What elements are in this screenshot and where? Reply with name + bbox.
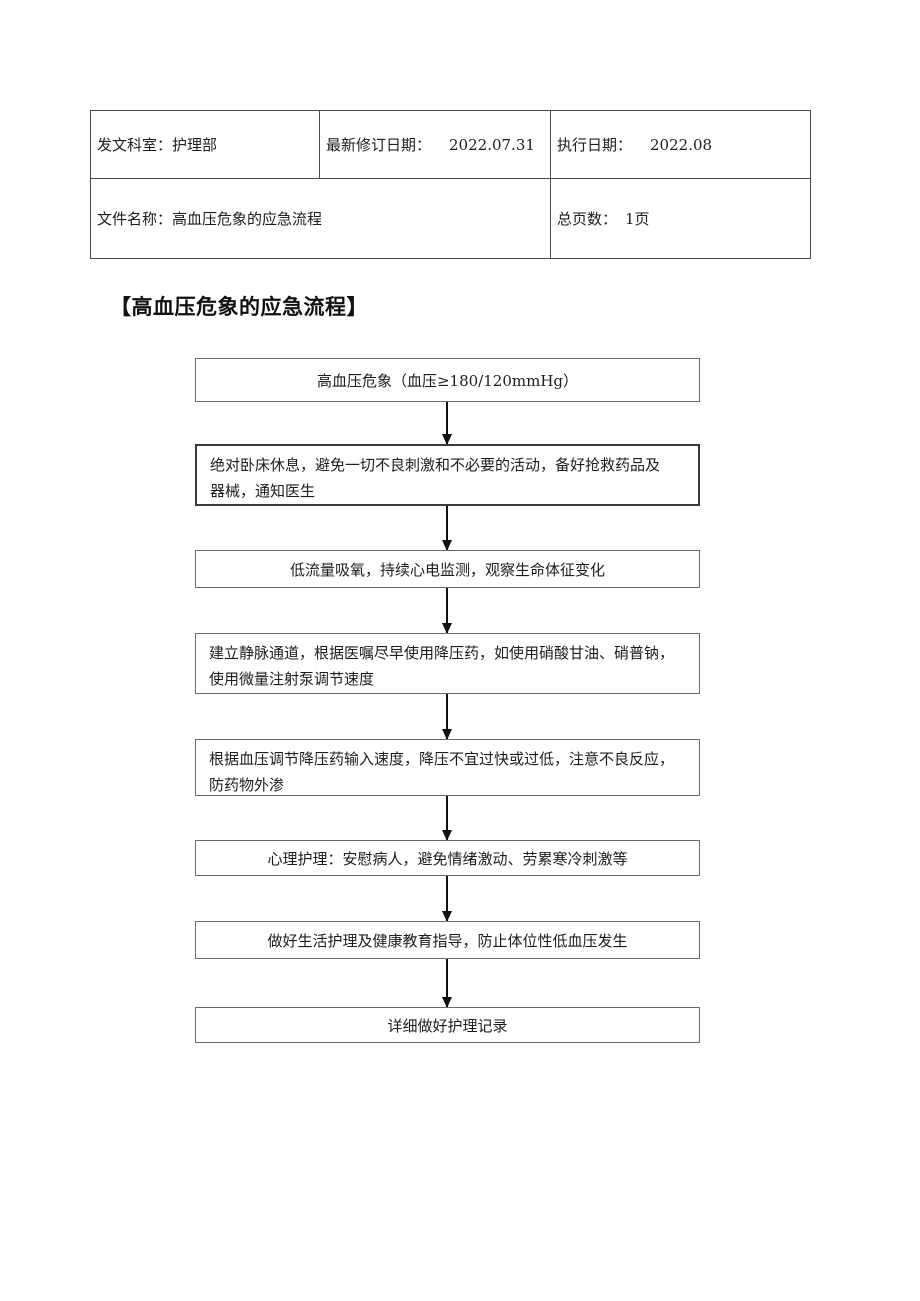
- file-name-value: 高血压危象的应急流程: [172, 210, 323, 228]
- flow-arrow-down-icon: [442, 506, 452, 551]
- dept-label: 发文科室：: [97, 136, 173, 154]
- flow-step-oxygen-monitoring: 低流量吸氧，持续心电监测，观察生命体征变化: [195, 550, 700, 588]
- flow-step-iv-access: 建立静脉通道，根据医嘱尽早使用降压药，如使用硝酸甘油、硝普钠， 使用微量注射泵调…: [195, 633, 700, 694]
- execute-date-cell: 执行日期： 2022.08: [550, 110, 811, 179]
- total-pages-label: 总页数：: [557, 210, 618, 228]
- flow-step-adjust-infusion: 根据血压调节降压药输入速度，降压不宜过快或过低，注意不良反应， 防药物外渗: [195, 739, 700, 796]
- flow-step-hypertensive-crisis: 高血压危象（血压≥180/120mmHg）: [195, 358, 700, 402]
- flow-arrow-down-icon: [442, 796, 452, 841]
- document-header-table: 发文科室：护理部 最新修订日期：2022.07.31 执行日期：2022.08 …: [90, 110, 811, 259]
- execute-date-value: 2022.08: [650, 136, 713, 154]
- revision-date-label: 最新修订日期：: [326, 136, 432, 154]
- dept-value: 护理部: [172, 136, 218, 154]
- flow-arrow-down-icon: [442, 694, 452, 740]
- flow-step-nursing-records: 详细做好护理记录: [195, 1007, 700, 1043]
- dept-cell: 发文科室：护理部: [90, 110, 320, 179]
- page-title: 【高血压危象的应急流程】: [110, 295, 368, 319]
- total-pages-value: 1页: [625, 210, 650, 228]
- flow-step-health-education: 做好生活护理及健康教育指导，防止体位性低血压发生: [195, 921, 700, 959]
- revision-date-cell: 最新修订日期： 2022.07.31: [319, 110, 551, 179]
- flow-step-psychological-care: 心理护理：安慰病人，避免情绪激动、劳累寒冷刺激等: [195, 840, 700, 876]
- revision-date-value: 2022.07.31: [449, 136, 535, 154]
- flow-arrow-down-icon: [442, 876, 452, 922]
- flow-arrow-down-icon: [442, 588, 452, 634]
- file-name-cell: 文件名称：高血压危象的应急流程: [90, 178, 551, 259]
- flow-step-bed-rest: 绝对卧床休息，避免一切不良刺激和不必要的活动，备好抢救药品及 器械，通知医生: [195, 444, 700, 506]
- file-name-label: 文件名称：: [97, 210, 173, 228]
- execute-date-label: 执行日期：: [557, 136, 633, 154]
- total-pages-cell: 总页数： 1页: [550, 178, 811, 259]
- flow-arrow-down-icon: [442, 402, 452, 445]
- flow-arrow-down-icon: [442, 959, 452, 1008]
